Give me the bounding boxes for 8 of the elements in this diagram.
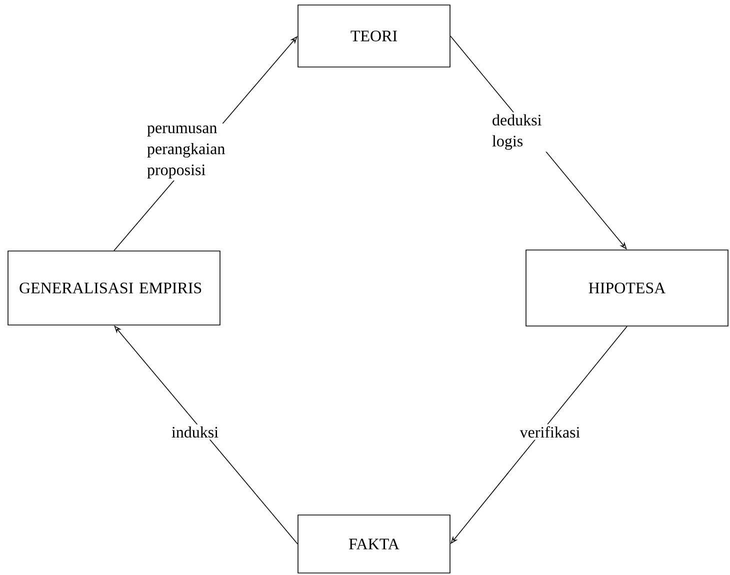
edge-label: verifikasi — [518, 424, 582, 440]
process-box: GENERALISASI EMPIRIS — [8, 250, 220, 326]
edge-label: induksi — [169, 424, 221, 440]
edge-label: deduksi logis — [490, 112, 560, 152]
process-box: FAKTA — [298, 514, 450, 574]
process-box: HIPOTESA — [526, 250, 728, 326]
process-box: TEORI — [298, 4, 450, 68]
edge-label: perumusan perangkaian proposisi — [145, 124, 241, 180]
